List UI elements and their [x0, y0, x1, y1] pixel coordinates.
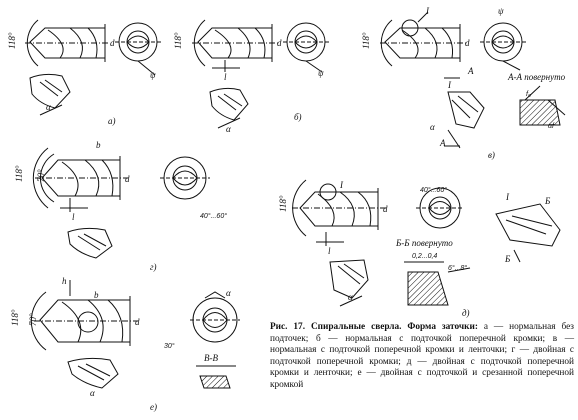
drill-tooth-detail-v	[444, 77, 485, 149]
angle-30-e: 30°	[164, 342, 175, 350]
drill-tooth-detail-b	[209, 87, 249, 129]
section-A-mark: A	[467, 66, 474, 76]
section-VV-view	[196, 365, 236, 389]
drill-end-view-d	[416, 187, 464, 229]
section-VV-title: В-В	[204, 353, 218, 363]
panel-label-g: г)	[150, 262, 157, 272]
alpha-label-e-end: α	[226, 288, 231, 298]
drill-end-view-a	[115, 22, 161, 76]
alpha-label-a: α	[46, 102, 51, 112]
drill-end-view-v	[480, 22, 526, 71]
caption-body: а — нормальная без подточек; б — нормаль…	[270, 322, 574, 390]
detail-circle-I	[401, 19, 419, 37]
angle-label-g: 118°	[14, 165, 24, 182]
drill-side-view-b	[192, 19, 278, 72]
f0-label: f₀	[526, 91, 531, 98]
drill-side-view-d	[292, 179, 386, 246]
section-BB-title: Б-Б повернуто	[395, 238, 453, 248]
section-A-mark-2: A	[439, 138, 446, 148]
drill-tooth-detail-g	[67, 227, 113, 259]
b-label-e: b	[94, 290, 99, 300]
section-B-mark: Б	[544, 196, 551, 206]
length-label-b: l	[224, 72, 227, 82]
panel-label-v: в)	[488, 150, 495, 160]
psi-label-v: ψ	[498, 6, 504, 16]
drill-tooth-detail-a	[29, 73, 71, 116]
section-BB-view	[404, 261, 471, 306]
angle-6-8: 6°...8°	[448, 264, 467, 272]
alpha-label-b: α	[226, 124, 231, 134]
drill-side-view-g	[32, 147, 128, 212]
panel-label-a: а)	[108, 116, 116, 126]
caption-title: Рис. 17. Спиральные сверла. Форма заточк…	[270, 322, 478, 332]
length-label-g: l	[72, 212, 75, 222]
diameter-label-b: d	[277, 38, 282, 48]
panel-label-b: б)	[294, 112, 302, 122]
panel-label-e: е)	[150, 402, 157, 412]
angle-label-d: 118°	[278, 195, 288, 212]
angle-label-a: 118°	[7, 32, 17, 49]
angle70-label-g: 70°	[36, 169, 46, 182]
figure-caption: Рис. 17. Спиральные сверла. Форма заточк…	[270, 322, 574, 392]
angle-label-v: 118°	[361, 32, 371, 49]
diameter-label-g: d	[125, 174, 130, 184]
drill-end-view-b	[283, 22, 329, 73]
diameter-label-a: d	[110, 38, 115, 48]
psi-label-b: ψ	[318, 68, 324, 78]
angle-40-60-g: 40°...60°	[200, 212, 227, 220]
psi-label-a: ψ	[150, 70, 156, 80]
section-AA-view	[519, 85, 566, 126]
drill-side-view-a	[25, 19, 110, 67]
alpha-label-d: α	[348, 292, 353, 302]
detail-I-label-v: I	[425, 6, 430, 16]
section-B-mark-2: Б	[504, 254, 511, 264]
drill-tooth-detail-e	[67, 357, 119, 389]
h-label-e: h	[62, 276, 67, 286]
angle-40-60-d: 40°...60°	[420, 186, 447, 194]
drill-side-view-v	[380, 11, 466, 67]
length-label-d: l	[328, 246, 331, 256]
b-label-g: b	[96, 140, 101, 150]
angle-label-e: 118°	[10, 309, 20, 326]
alpha-label-v: α	[430, 122, 435, 132]
detail-I-label-d2: I	[505, 192, 510, 202]
detail-I-label-v2: I	[447, 80, 452, 90]
angle70-label-e: 70°	[28, 313, 38, 326]
drill-end-view-g	[160, 156, 210, 200]
detail-I-label-d: I	[339, 180, 344, 190]
section-AA-title: А-А повернуто	[507, 72, 566, 82]
diameter-label-e: d	[135, 317, 140, 327]
drill-side-view-e	[30, 280, 138, 351]
diameter-label-v: d	[465, 38, 470, 48]
drill-end-view-e	[190, 291, 240, 343]
alpha-f-label: αf	[548, 123, 555, 130]
diameter-label-d: d	[383, 204, 388, 214]
drill-tooth-detail-d	[329, 259, 369, 307]
panel-label-d: д)	[462, 308, 470, 318]
detail-I-view-d	[495, 203, 561, 263]
angle-label-b: 118°	[173, 32, 183, 49]
alpha-label-e: α	[90, 388, 95, 398]
dim-02-04: 0,2...0,4	[412, 253, 437, 260]
